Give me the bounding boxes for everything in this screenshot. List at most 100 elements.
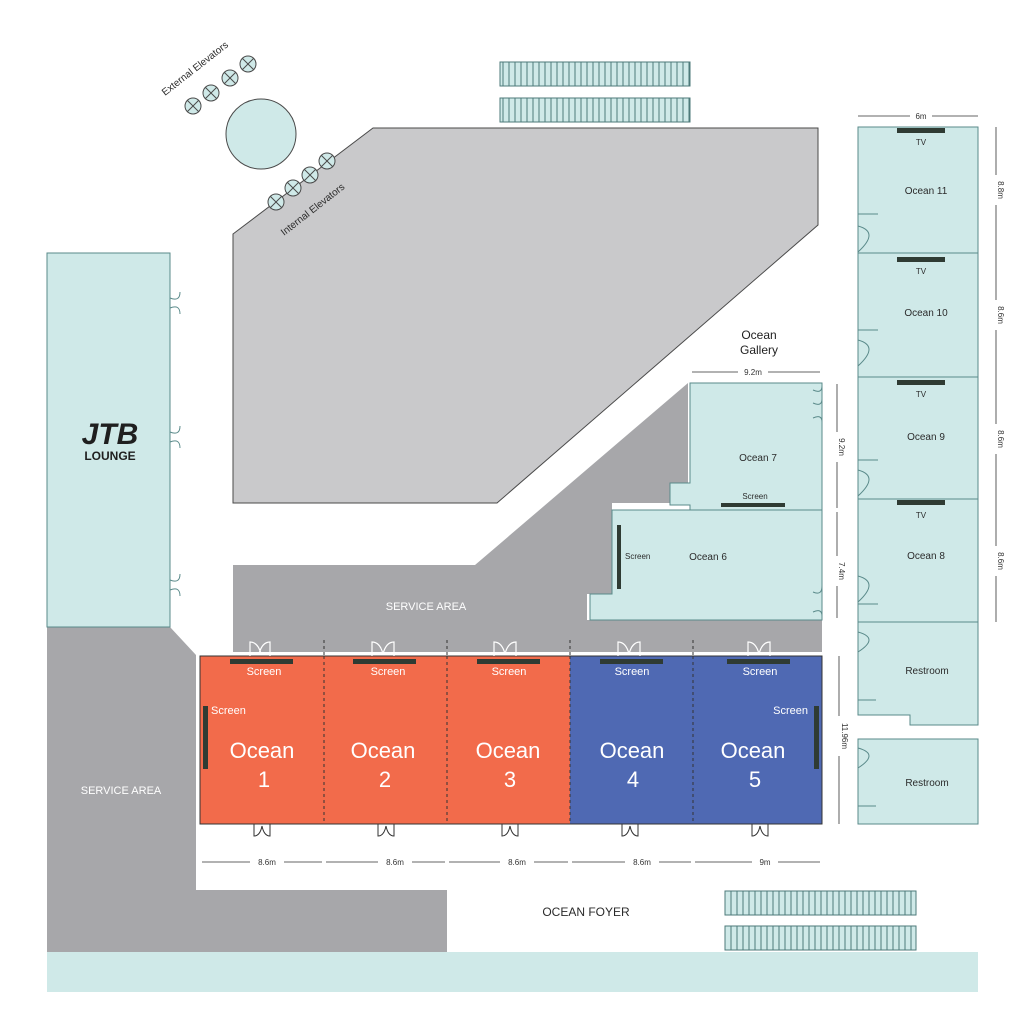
svg-text:3: 3 [504,767,516,792]
restroom-1-label: Restroom [905,666,948,677]
restroom-2-label: Restroom [905,778,948,789]
ocean-7-name: Ocean 7 [739,453,777,464]
internal-elevators [267,152,336,211]
svg-text:Ocean: Ocean [230,738,295,763]
stairs-top [499,61,691,123]
bottom-band [47,952,978,992]
external-elevators [184,55,257,115]
room-ocean-10[interactable]: TV Ocean 10 [857,252,979,378]
ocean-6-name: Ocean 6 [689,552,727,563]
ocean-10-name: Ocean 10 [904,308,948,319]
room-ocean-11[interactable]: TV Ocean 11 [857,126,979,254]
ocean-9-tv-label: TV [916,390,927,399]
ocean-8-name: Ocean 8 [907,551,945,562]
ocean-5-side-screen [814,706,819,769]
ocean-8-depth: 8.6m [996,552,1005,570]
ocean-4-width: 8.6m [633,858,651,867]
ocean-3-screen-label: Screen [492,666,527,678]
ocean-2-screen [353,659,416,664]
service-area-left [47,627,447,952]
screens [203,659,819,769]
ocean-11-name: Ocean 11 [905,186,948,197]
ocean-4-screen [600,659,663,664]
svg-text:2: 2 [379,767,391,792]
restroom-2[interactable]: Restroom [857,738,979,825]
ocean-10-depth: 8.6m [996,306,1005,324]
doors-bottom [253,824,769,837]
ocean-6-screen-label: Screen [625,552,650,561]
room-ocean-4[interactable] [570,656,693,824]
ocean-2-label: Ocean 2 [351,738,416,792]
svg-text:Ocean: Ocean [721,738,786,763]
ocean-6-depth: 7.4m [837,562,846,580]
jtb-lounge[interactable] [46,252,171,628]
ocean-1-side-screen [203,706,208,769]
svg-text:Ocean: Ocean [351,738,416,763]
partition-lines [323,640,694,824]
ocean-6-screen [617,525,621,589]
ocean-3-label: Ocean 3 [476,738,541,792]
ocean-9-depth: 8.6m [996,430,1005,448]
jtb-logo: JTB [82,418,139,451]
svg-text:Ocean: Ocean [476,738,541,763]
service-area-top-label: SERVICE AREA [386,601,467,613]
service-area-left-label: SERVICE AREA [81,785,162,797]
ocean-1-label: Ocean 1 [230,738,295,792]
ocean-2-width: 8.6m [386,858,404,867]
ocean-7-screen-label: Screen [742,492,767,501]
ocean-9-tv [897,380,945,385]
ocean-gallery-label-2: Gallery [740,343,778,357]
ocean-1-width: 8.6m [258,858,276,867]
doors-top [249,641,771,656]
ocean-8-tv [897,500,945,505]
ocean-2-screen-label: Screen [371,666,406,678]
elevator-lobby-circle [225,98,297,170]
room-ocean-8[interactable]: TV Ocean 8 [857,498,979,623]
ocean-1-screen [230,659,293,664]
ocean-10-tv [897,257,945,262]
svg-text:1: 1 [258,767,270,792]
room-ocean-9[interactable]: TV Ocean 9 [857,376,979,500]
ocean-4-label: Ocean 4 [600,738,665,792]
ocean-5-label: Ocean 5 [721,738,786,792]
ocean-gallery-label-1: Ocean [741,328,776,342]
restroom-1[interactable]: Restroom [857,621,979,726]
room-ocean-5[interactable] [693,656,822,824]
ocean-7-depth: 9.2m [837,438,846,456]
ocean-5-side-screen-label: Screen [773,705,808,717]
room-ocean-1[interactable] [200,656,324,824]
ocean-5-depth: 11.96m [840,723,849,749]
ocean-3-width: 8.6m [508,858,526,867]
ocean-1-5-outline [199,655,823,825]
ocean-11-tv [897,128,945,133]
ocean-11-depth: 8.8m [996,181,1005,199]
external-elevators-label: External Elevators [160,40,231,99]
ocean-10-tv-label: TV [916,267,927,276]
ocean-5-screen [727,659,790,664]
room-ocean-6[interactable]: Ocean 6 Screen [589,509,823,621]
dimension-labels-bottom: 8.6m 8.6m 8.6m 8.6m 9m [250,857,778,867]
ocean-3-screen [477,659,540,664]
central-building [232,127,819,504]
room-ocean-7[interactable]: Ocean 7 Screen [669,382,823,511]
ocean-7-screen [721,503,785,507]
stairs-bottom [724,890,917,951]
lounge-label: LOUNGE [84,449,135,463]
ocean-1-screen-label: Screen [247,666,282,678]
ocean-7-width: 9.2m [744,368,762,377]
ocean-foyer-label: OCEAN FOYER [542,905,630,919]
service-area-top [233,383,822,652]
ocean-1-side-screen-label: Screen [211,705,246,717]
svg-text:4: 4 [627,767,639,792]
svg-text:5: 5 [749,767,761,792]
ocean-11-width: 6m [915,112,926,121]
ocean-9-name: Ocean 9 [907,432,945,443]
ocean-11-tv-label: TV [916,138,927,147]
ocean-8-tv-label: TV [916,511,927,520]
svg-text:Ocean: Ocean [600,738,665,763]
ocean-4-screen-label: Screen [615,666,650,678]
room-ocean-3[interactable] [447,656,570,824]
lounge-doors [169,291,181,597]
room-ocean-2[interactable] [324,656,447,824]
